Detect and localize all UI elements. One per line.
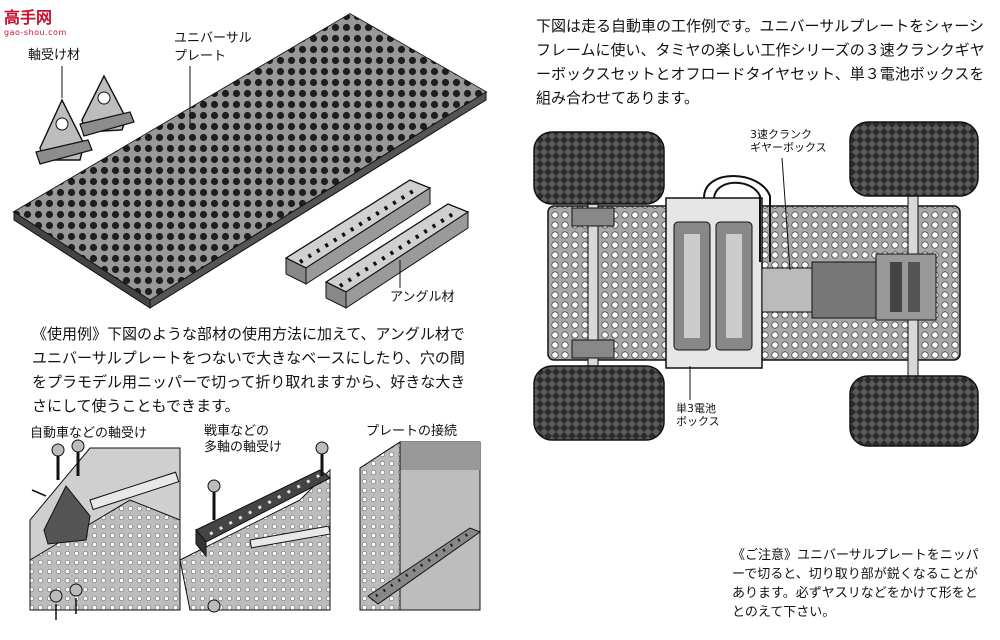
tire-rear-left bbox=[533, 365, 665, 441]
universal-plate bbox=[12, 13, 488, 309]
angle-part-1 bbox=[284, 179, 432, 285]
bearing-part-2 bbox=[79, 74, 135, 137]
watermark-brand: 高手网 bbox=[4, 8, 53, 27]
car-figure bbox=[533, 121, 979, 447]
intro-paragraph: 下図は走る自動車の工作例です。ユニバーサルプレートをシャーシフレームに使い、タミ… bbox=[536, 17, 985, 107]
battery-box bbox=[665, 197, 763, 369]
plate-label: ユニバーサル プレート bbox=[174, 31, 252, 64]
gearbox-label: 3速クランク ギヤーボックス bbox=[750, 128, 827, 154]
tire-rear-right bbox=[849, 375, 979, 447]
gearbox-leader-line bbox=[781, 157, 791, 271]
example-tank-bearing-figure bbox=[179, 441, 331, 613]
tire-front-left bbox=[533, 131, 665, 205]
angle-part-2 bbox=[324, 203, 470, 309]
usage-paragraph: 《使用例》下図のような部材の使用方法に加えて、アングル材でユニバーサルプレートを… bbox=[32, 325, 466, 415]
gearbox bbox=[761, 253, 937, 321]
example-car-bearing-figure bbox=[29, 439, 181, 620]
battery-label: 単3電池 ボックス bbox=[676, 402, 720, 428]
angle-label: アングル材 bbox=[390, 290, 455, 305]
example-car-bearing-label: 自動車などの軸受け bbox=[30, 426, 148, 441]
bearing-label: 軸受け材 bbox=[28, 48, 81, 63]
tire-front-right bbox=[849, 121, 979, 197]
example-tank-bearing-label: 戦車などの 多軸の軸受け bbox=[204, 424, 283, 455]
caution-note: 《ご注意》ユニバーサルプレートをニッパーで切ると、切り取り部が鋭くなることがあり… bbox=[732, 548, 979, 620]
example-plate-join-label: プレートの接続 bbox=[366, 424, 458, 439]
watermark-url: gao-shou.com bbox=[4, 28, 67, 37]
bearing-part-1 bbox=[35, 98, 93, 165]
watermark-logo: 高手网 gao-shou.com bbox=[4, 4, 74, 37]
example-plate-join-figure bbox=[359, 441, 482, 611]
